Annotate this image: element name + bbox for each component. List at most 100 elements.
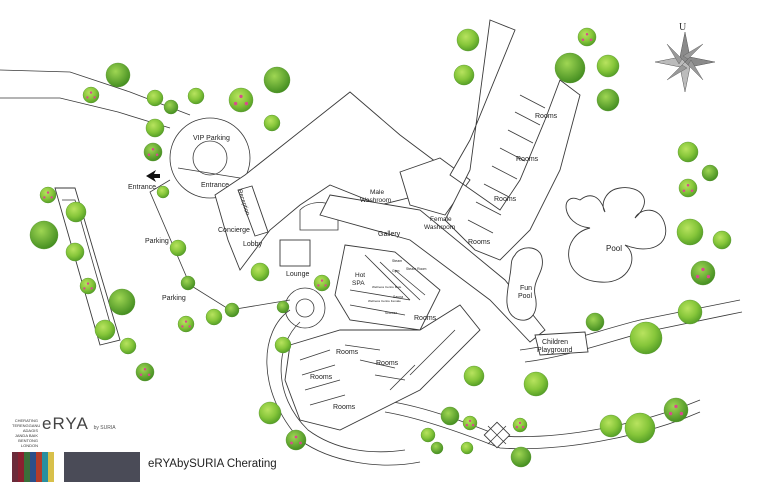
- label-rooms-1: Rooms: [535, 113, 558, 120]
- flower-icon: [50, 196, 53, 199]
- brand-location-6: LONDON: [20, 443, 38, 448]
- label-pool: Pool: [606, 244, 622, 253]
- tree-icon: [313, 274, 331, 292]
- flower-icon: [324, 284, 327, 287]
- brand-stripe: [42, 452, 48, 482]
- tree-icon: [676, 218, 704, 246]
- lounge-block: [279, 239, 311, 267]
- flower-icon: [147, 153, 151, 156]
- tree-icon: [177, 315, 195, 333]
- tree-icon: [228, 87, 254, 113]
- flower-icon: [521, 425, 525, 429]
- tree-icon: [523, 371, 549, 397]
- tree-icon: [145, 118, 165, 138]
- label-spa-steam: Steam: [392, 259, 402, 263]
- fun-pool: [506, 247, 543, 321]
- map-caption: eRYAbySURIA Cherating: [148, 458, 277, 470]
- flower-icon: [706, 274, 711, 279]
- label-children-1: Children: [542, 339, 568, 346]
- tree-icon: [79, 277, 97, 295]
- tree-icon: [156, 185, 170, 199]
- flower-icon: [468, 419, 472, 423]
- tree-icon: [82, 86, 100, 104]
- tree-icon: [105, 62, 131, 88]
- label-parking-1: Parking: [145, 238, 169, 245]
- trees: [29, 27, 732, 468]
- flower-icon: [679, 411, 684, 416]
- label-rooms-4: Rooms: [468, 239, 491, 246]
- brand-stripe: [48, 452, 54, 482]
- flower-icon: [184, 320, 188, 323]
- flower-icon: [188, 325, 191, 328]
- flower-icon: [83, 287, 86, 290]
- flower-icon: [86, 282, 90, 285]
- tree-icon: [585, 312, 605, 332]
- tree-icon: [577, 27, 597, 47]
- flower-icon: [139, 373, 143, 376]
- brand-stripe: [12, 452, 18, 482]
- brand-logo-text: eRYA: [42, 414, 88, 433]
- tree-icon: [701, 164, 719, 182]
- label-entrance-arrow: Entrance: [128, 184, 156, 191]
- brand-stripe: [24, 452, 30, 482]
- flower-icon: [93, 96, 96, 99]
- brand-color-stripes: [12, 452, 54, 482]
- tree-icon: [29, 220, 59, 250]
- flower-icon: [668, 411, 673, 416]
- tree-icon: [463, 365, 485, 387]
- flower-icon: [46, 191, 50, 194]
- label-vip-parking: VIP Parking: [193, 135, 230, 142]
- flower-icon: [471, 423, 475, 427]
- tree-icon: [460, 441, 474, 455]
- tree-icon: [108, 288, 136, 316]
- playground-block: [534, 331, 589, 356]
- flower-icon: [244, 101, 249, 106]
- flower-icon: [147, 373, 151, 376]
- label-lounge: Lounge: [286, 271, 309, 278]
- tree-icon: [205, 308, 223, 326]
- label-rooms-8: Rooms: [310, 374, 333, 381]
- tree-icon: [187, 87, 205, 105]
- label-playground-2: Playground: [537, 347, 573, 354]
- tree-icon: [512, 417, 528, 433]
- flower-icon: [299, 441, 302, 445]
- tree-icon: [596, 54, 620, 78]
- label-spa-wellness-female: Wellness Centre Female: [368, 299, 401, 303]
- label-rooms-7: Rooms: [376, 360, 399, 367]
- label-female-washroom-2: Washroom: [424, 224, 455, 231]
- tree-icon: [143, 142, 163, 162]
- entrance-arrow-icon: [146, 170, 160, 182]
- brand-location-1: CHERATING: [14, 418, 38, 423]
- tree-icon: [462, 415, 478, 431]
- label-spa-shower: Shower: [385, 311, 398, 315]
- tree-icon: [224, 302, 240, 318]
- flower-icon: [690, 189, 694, 192]
- flower-icon: [43, 196, 46, 199]
- label-entrance: Entrance: [201, 182, 229, 189]
- brand-location-3: ADAGIS: [22, 428, 38, 433]
- tree-icon: [453, 64, 475, 86]
- label-rooms-9: Rooms: [333, 404, 356, 411]
- tree-icon: [510, 446, 532, 468]
- flower-icon: [674, 404, 678, 409]
- brand-block: CHERATING TERENGGANU ADAGIS JANDA BAIK B…: [12, 412, 140, 482]
- tree-icon: [263, 66, 291, 94]
- label-lobby: Lobby: [243, 241, 263, 248]
- room-wing-south: [284, 304, 481, 431]
- brand-bar: [64, 452, 140, 482]
- label-male-washroom-1: Male: [370, 189, 384, 196]
- brand-stripe: [18, 452, 24, 482]
- flower-icon: [518, 421, 522, 425]
- brand-stripe: [36, 452, 42, 482]
- tree-icon: [624, 412, 656, 444]
- tree-icon: [135, 362, 155, 382]
- flower-icon: [86, 96, 89, 99]
- label-gallery: Gallery: [378, 231, 401, 238]
- flower-icon: [89, 91, 93, 94]
- label-spa-gym: Gym: [392, 269, 399, 273]
- flower-icon: [320, 279, 324, 282]
- tree-icon: [629, 321, 663, 355]
- tree-icon: [678, 178, 698, 198]
- reception-block: [237, 185, 269, 237]
